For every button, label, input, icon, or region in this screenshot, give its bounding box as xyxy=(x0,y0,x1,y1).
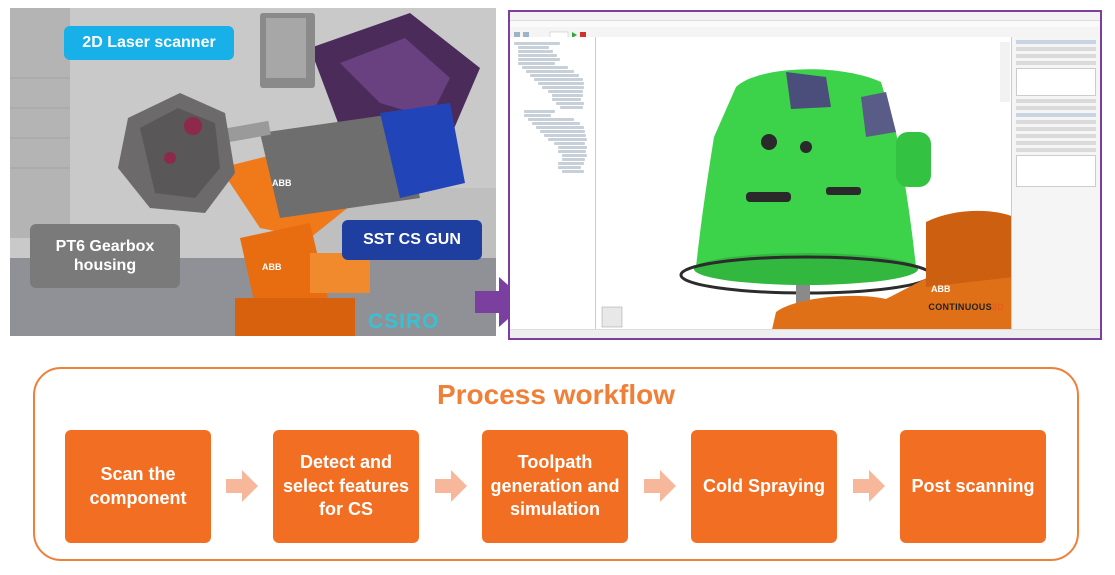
play-icon xyxy=(572,32,577,38)
step-arrow-icon xyxy=(435,470,467,502)
workflow-step-post-scan: Post scanning xyxy=(900,430,1046,543)
workflow-step-scan: Scan the component xyxy=(65,430,211,543)
brand-suffix: 3D xyxy=(991,302,1004,312)
workflow-step-detect: Detect and select features for CS xyxy=(273,430,419,543)
brand-prefix: CONTINUOUS xyxy=(928,302,992,312)
laser-scanner-label: 2D Laser scanner xyxy=(64,26,234,60)
continuous3d-logo: CONTINUOUS3D xyxy=(928,302,1004,312)
robot-photo: ABB ABB 2D Laser scanner SST CS GUN PT6 … xyxy=(10,8,496,336)
workflow-step-toolpath: Toolpath generation and simulation xyxy=(482,430,628,543)
stop-icon xyxy=(580,32,586,38)
software-window: ABB CONTINUOUS3D xyxy=(508,10,1102,340)
csiro-logo: CSIRO xyxy=(368,310,440,333)
right-arrow-icon xyxy=(475,277,527,327)
abb-badge-software: ABB xyxy=(931,284,951,294)
window-menubar xyxy=(510,21,1100,27)
step-arrow-icon xyxy=(853,470,885,502)
3d-viewport[interactable]: ABB CONTINUOUS3D xyxy=(596,37,1014,334)
workflow-title: Process workflow xyxy=(436,379,676,410)
process-workflow-panel: Process workflow Scan the component Dete… xyxy=(33,367,1079,561)
properties-panel xyxy=(1011,37,1100,330)
gearbox-housing-label: PT6 Gearbox housing xyxy=(30,224,180,288)
step-arrow-icon xyxy=(644,470,676,502)
status-bar xyxy=(510,329,1100,338)
workflow-step-cold-spraying: Cold Spraying xyxy=(691,430,837,543)
scene-tree-panel xyxy=(510,37,596,330)
abb-badge-photo: ABB xyxy=(272,178,292,188)
abb-badge-photo-2: ABB xyxy=(262,262,282,272)
window-titlebar xyxy=(510,12,1100,21)
3d-scene: ABB xyxy=(596,37,1014,334)
spray-gun-label: SST CS GUN xyxy=(342,220,482,260)
step-arrow-icon xyxy=(226,470,258,502)
